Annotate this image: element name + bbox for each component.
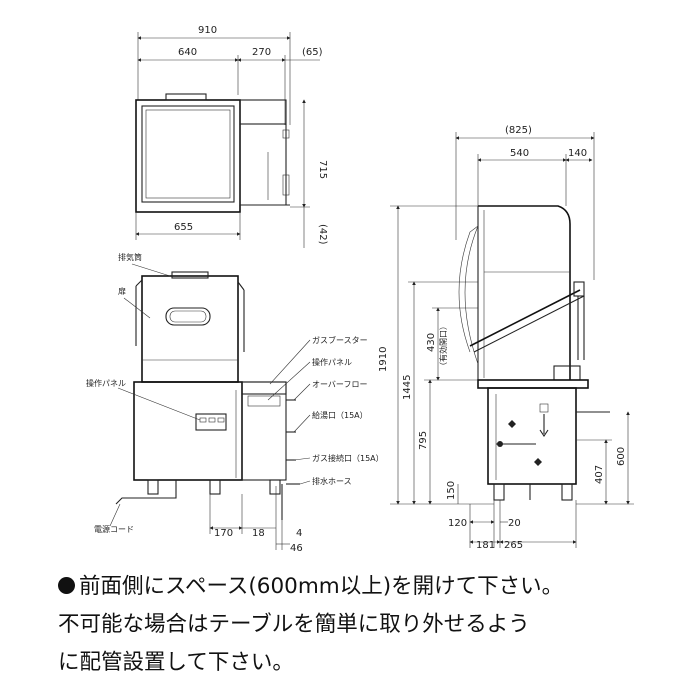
dim-120: 120 [448,518,467,529]
dim-430: 430 [426,333,437,352]
label-effective-opening: （有効開口） [438,322,448,370]
label-drain-hose: 排水ホース [312,476,352,486]
label-control-panel-right: 操作パネル [312,357,352,367]
dim-270: 270 [252,47,271,58]
dim-65: (65) [302,47,323,58]
dim-18: 18 [252,528,265,539]
dim-181: 181 [476,540,495,551]
label-door: 扉 [118,286,126,296]
dim-4: 4 [296,528,302,539]
dim-170: 170 [214,528,233,539]
dim-795: 795 [418,431,429,450]
top-view: 910 640 270 (65) 715 (42) 655 [135,25,328,248]
label-control-panel-left: 操作パネル [86,378,126,388]
dim-150: 150 [446,481,457,500]
dim-1910: 1910 [378,347,389,372]
dim-407: 407 [594,465,605,484]
dim-825: (825) [505,125,532,136]
note-line-1: 前面側にスペース(600mm以上)を開けて下さい。 [58,576,563,598]
front-view: 排気筒 扉 操作パネル 電源コード ガスブースター 操作パネル オーバーフロー … [86,252,384,554]
label-exhaust-hood: 排気筒 [118,252,142,262]
label-water-inlet: 給湯口（15A） [312,410,368,420]
label-overflow: オーバーフロー [312,380,367,389]
dim-20: 20 [508,518,521,529]
technical-drawing: 910 640 270 (65) 715 (42) 655 [86,25,634,554]
dim-640: 640 [178,47,197,58]
dim-140: 140 [568,148,587,159]
dim-46: 46 [290,543,303,554]
dim-1445: 1445 [402,375,413,400]
dim-655: 655 [174,222,193,233]
dim-600: 600 [616,447,627,466]
label-gas-booster: ガスブースター [312,335,368,345]
dim-715: 715 [317,160,328,179]
side-view: (825) 540 140 [378,125,634,551]
dim-910: 910 [198,25,217,36]
label-gas-inlet: ガス接続口（15A） [312,453,384,463]
label-power-cord: 電源コード [94,525,134,534]
bullet-icon [58,577,75,594]
dim-265: 265 [504,540,523,551]
dim-42: (42) [317,224,328,245]
dim-540: 540 [510,148,529,159]
note-line-3: に配管設置して下さい。 [58,650,294,675]
note-line-2: 不可能な場合はテーブルを簡単に取り外せるよう [58,612,530,637]
